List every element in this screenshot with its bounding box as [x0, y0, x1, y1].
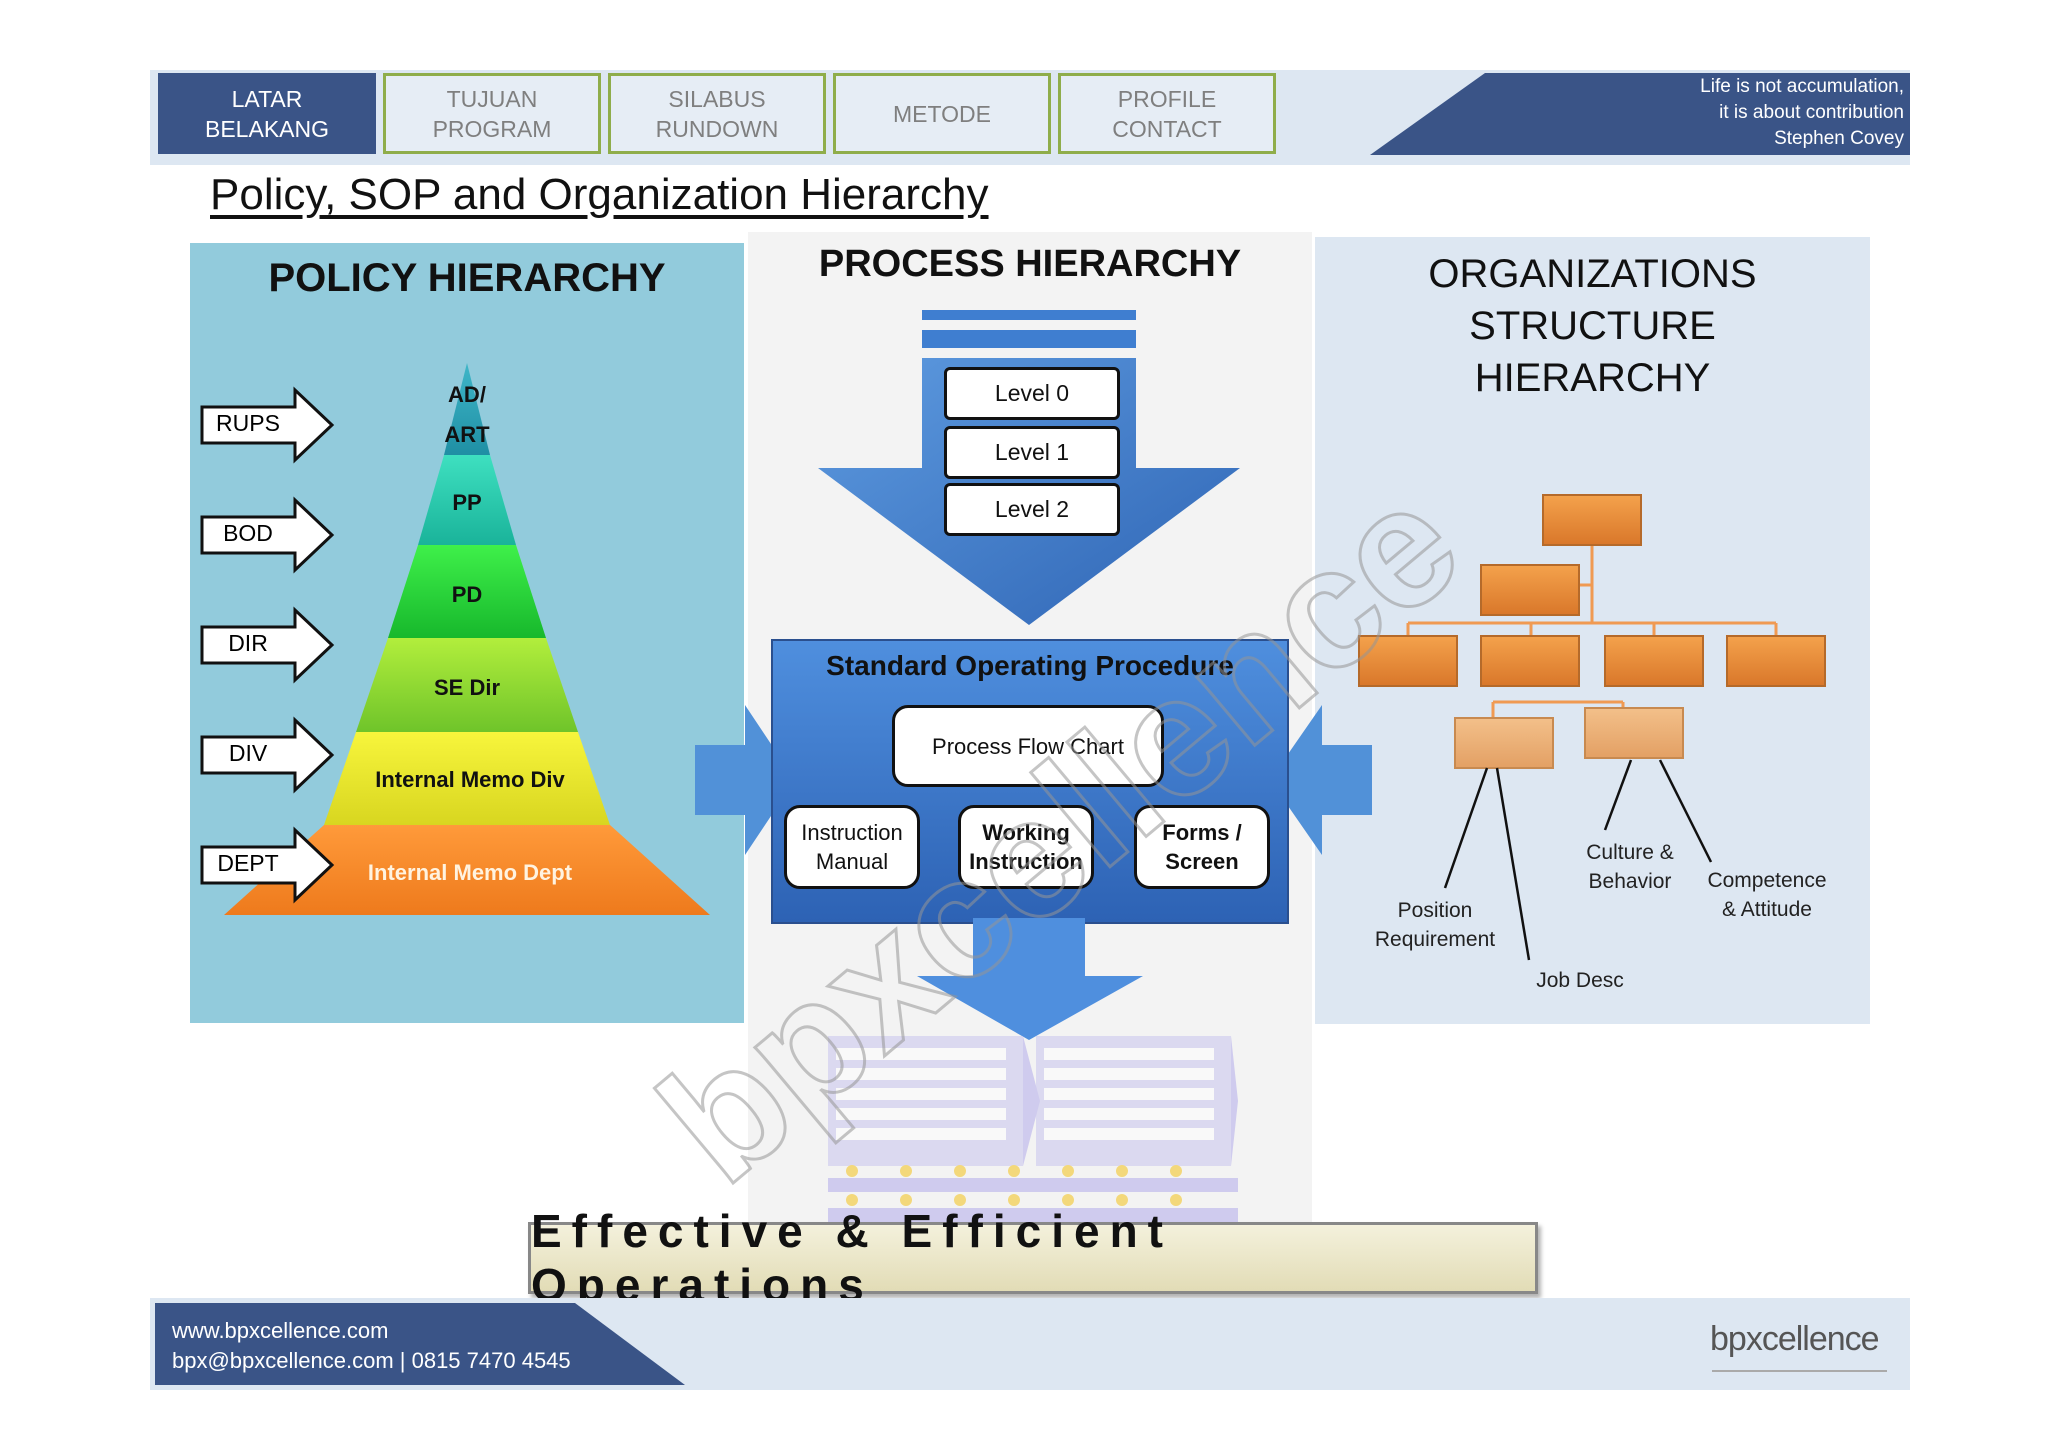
- pyramid-level-ad-art: AD/ ART: [444, 382, 490, 447]
- process-level-1: Level 1: [944, 426, 1120, 479]
- forms-screen-box: Forms / Screen: [1134, 805, 1270, 889]
- tab-latar-belakang[interactable]: LATAR BELAKANG: [158, 73, 376, 154]
- tab-tujuan-program[interactable]: TUJUAN PROGRAM: [383, 73, 601, 154]
- pyramid-level-se-dir: SE Dir: [433, 675, 501, 700]
- policy-pyramid: [224, 363, 710, 915]
- process-flow-chart-box: Process Flow Chart: [892, 705, 1164, 787]
- process-level-0: Level 0: [944, 367, 1120, 420]
- tab-silabus-rundown[interactable]: SILABUS RUNDOWN: [608, 73, 826, 154]
- working-instruction-box: Working Instruction: [958, 805, 1094, 889]
- left-side-arrow: [695, 705, 795, 855]
- process-map-thumbnail: [828, 1036, 1238, 1222]
- footer-website[interactable]: www.bpxcellence.com: [172, 1318, 389, 1343]
- process-title: PROCESS HIERARCHY: [818, 243, 1242, 285]
- org-label-competence-attitude: Competence & Attitude: [1707, 869, 1827, 921]
- pyramid-level-memo-dept: Internal Memo Dept: [367, 860, 573, 885]
- process-level-2: Level 2: [944, 483, 1120, 536]
- tab-profile-contact[interactable]: PROFILE CONTACT: [1058, 73, 1276, 154]
- arrow-label-rups: RUPS: [216, 410, 280, 436]
- footer-contact: www.bpxcellence.com bpx@bpxcellence.com …: [172, 1316, 571, 1376]
- sop-title: Standard Operating Procedure: [826, 650, 1234, 681]
- effective-operations-banner: Effective & Efficient Operations: [528, 1205, 1538, 1311]
- page-title: Policy, SOP and Organization Hierarchy: [210, 170, 989, 219]
- org-label-position-requirement: Position Requirement: [1374, 899, 1496, 951]
- pyramid-level-memo-div: Internal Memo Div: [375, 767, 565, 792]
- instruction-manual-box: Instruction Manual: [784, 805, 920, 889]
- footer-logo: bpxcellence: [1710, 1320, 1880, 1358]
- pyramid-level-pp: PP: [452, 490, 482, 515]
- sop-down-arrow: [917, 918, 1143, 1040]
- arrow-label-dir: DIR: [228, 630, 268, 656]
- org-label-culture-behavior: Culture & Behavior: [1586, 841, 1674, 893]
- arrow-label-div: DIV: [228, 740, 268, 766]
- right-side-arrow: [1270, 705, 1372, 855]
- arrow-label-dept: DEPT: [217, 850, 279, 876]
- policy-title: POLICY HIERARCHY: [268, 256, 666, 300]
- footer-logo-underline: [1712, 1370, 1887, 1372]
- header-quote-banner: [1370, 73, 1910, 155]
- footer-contact-banner: [155, 1303, 685, 1385]
- pyramid-level-pd: PD: [451, 582, 483, 607]
- org-title: ORGANIZATIONS STRUCTURE HIERARCHY: [1428, 252, 1757, 400]
- arrow-label-bod: BOD: [223, 520, 273, 546]
- policy-arrows: [200, 386, 335, 904]
- org-chart: [1358, 494, 1826, 961]
- tab-metode[interactable]: METODE: [833, 73, 1051, 154]
- footer-email-phone[interactable]: bpx@bpxcellence.com | 0815 7470 4545: [172, 1348, 571, 1373]
- header-quote: Life is not accumulation, it is about co…: [1700, 76, 1904, 149]
- org-label-job-desc: Job Desc: [1536, 969, 1624, 992]
